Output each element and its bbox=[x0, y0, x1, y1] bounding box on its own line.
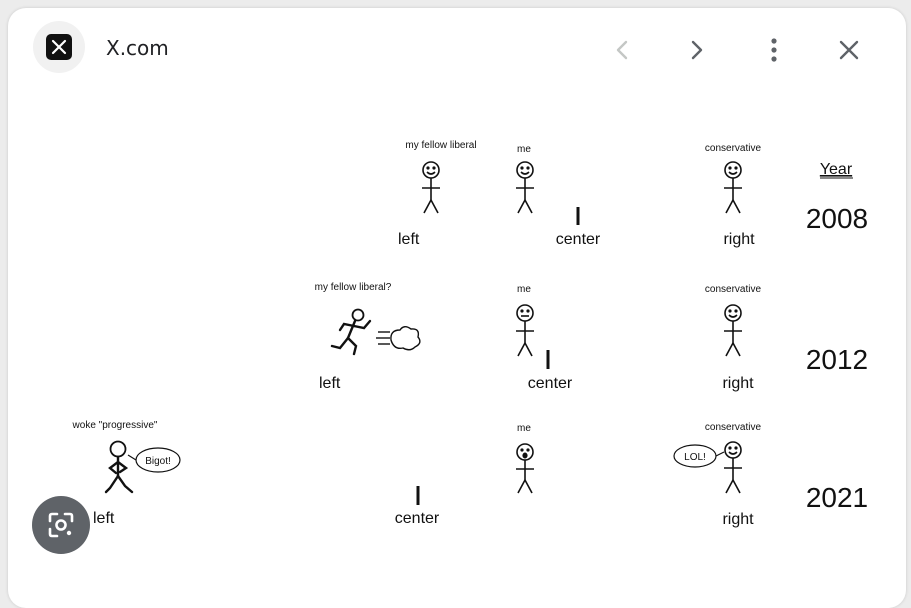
conservative-caption: conservative bbox=[705, 422, 762, 433]
me-stick-figure bbox=[516, 443, 534, 494]
more-options-button[interactable] bbox=[756, 32, 792, 68]
site-name[interactable]: X.com bbox=[106, 36, 169, 60]
year-label: 2021 bbox=[806, 482, 868, 513]
left-label: left bbox=[93, 510, 115, 527]
viewer-header: X.com bbox=[8, 8, 906, 92]
year-label: 2008 bbox=[806, 203, 868, 234]
right-label: right bbox=[723, 231, 755, 248]
running-liberal-figure bbox=[330, 308, 372, 356]
center-label: center bbox=[556, 231, 601, 248]
row-2012: left center right 2012 my fellow liberal… bbox=[315, 282, 869, 392]
more-vert-icon bbox=[771, 38, 777, 62]
previous-button[interactable] bbox=[604, 32, 640, 68]
left-label: left bbox=[319, 375, 341, 392]
me-stick-figure bbox=[516, 161, 534, 214]
lens-search-button[interactable] bbox=[32, 496, 90, 554]
me-caption: me bbox=[517, 144, 531, 155]
conservative-caption: conservative bbox=[705, 284, 762, 295]
dust-cloud-icon bbox=[376, 326, 421, 351]
year-label: 2012 bbox=[806, 344, 868, 375]
liberal-caption: my fellow liberal bbox=[405, 140, 476, 151]
conservative-caption: conservative bbox=[705, 143, 762, 154]
woke-progressive-figure bbox=[104, 440, 134, 494]
right-label: right bbox=[722, 375, 754, 392]
meme-image: Year left center right 2008 my fellow li… bbox=[72, 140, 869, 528]
liberal-stick-figure bbox=[422, 161, 440, 214]
close-button[interactable] bbox=[831, 32, 867, 68]
x-logo-icon bbox=[33, 21, 85, 73]
left-label: left bbox=[398, 231, 420, 248]
center-label: center bbox=[395, 510, 440, 527]
liberal-caption: my fellow liberal? bbox=[315, 282, 392, 293]
lens-search-icon bbox=[48, 512, 74, 538]
bigot-speech-bubble: Bigot! bbox=[127, 447, 181, 473]
me-stick-figure bbox=[516, 304, 534, 357]
image-viewer-card: X.com bbox=[8, 8, 906, 608]
row-2008: left center right 2008 my fellow liberal… bbox=[398, 140, 868, 248]
center-label: center bbox=[528, 375, 573, 392]
me-caption: me bbox=[517, 423, 531, 434]
year-heading: Year bbox=[820, 161, 853, 178]
conservative-stick-figure bbox=[724, 441, 742, 494]
liberal-caption: woke "progressive" bbox=[72, 420, 158, 431]
conservative-stick-figure bbox=[724, 161, 742, 214]
close-icon bbox=[839, 40, 859, 60]
me-caption: me bbox=[517, 284, 531, 295]
conservative-stick-figure bbox=[724, 304, 742, 357]
right-label: right bbox=[722, 511, 754, 528]
liberal-speech-text: Bigot! bbox=[145, 456, 171, 467]
next-button[interactable] bbox=[679, 32, 715, 68]
chevron-right-icon bbox=[691, 40, 703, 60]
chevron-left-icon bbox=[616, 40, 628, 60]
lol-speech-bubble: LOL! bbox=[673, 444, 725, 468]
conservative-speech-text: LOL! bbox=[684, 452, 706, 463]
row-2021: left center right 2021 woke "progressive… bbox=[72, 420, 869, 528]
